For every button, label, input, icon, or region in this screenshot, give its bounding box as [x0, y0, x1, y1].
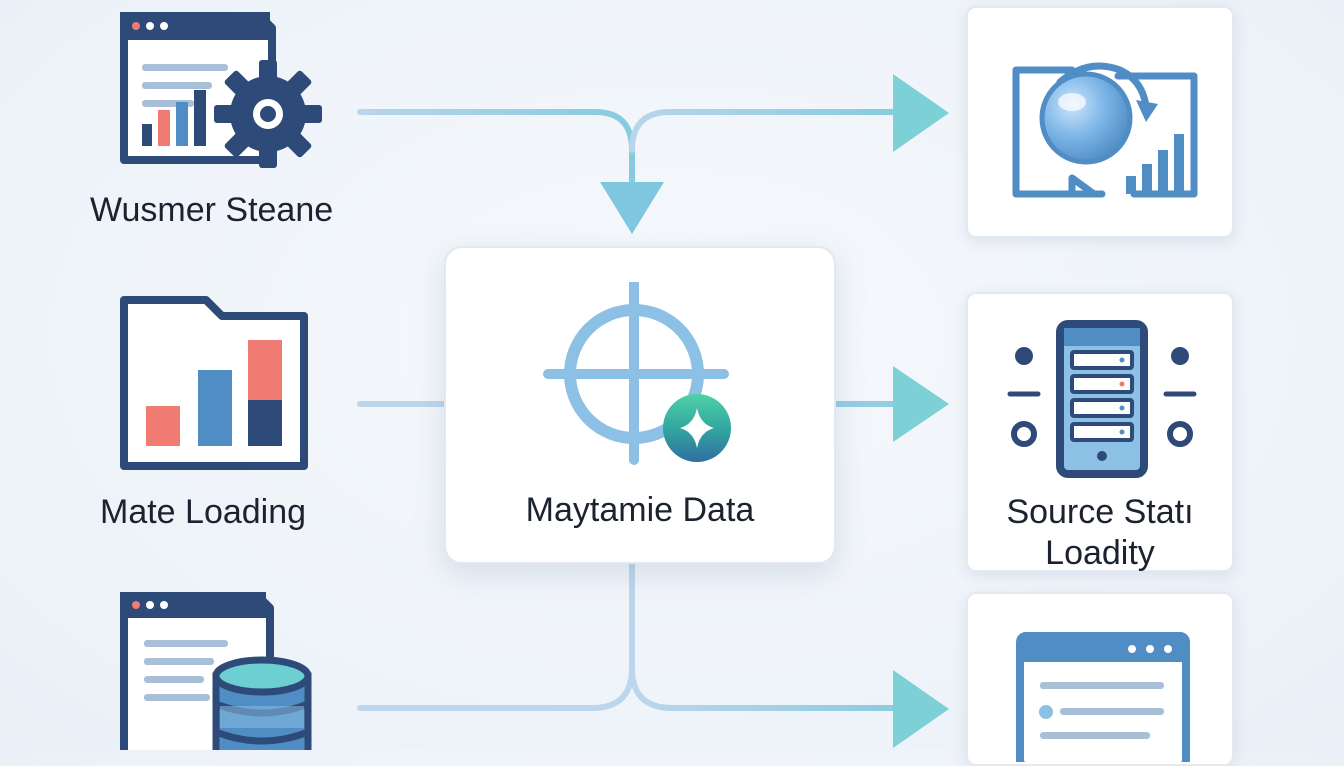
- arrow-to-mid-right: [893, 366, 949, 442]
- arrow-down-to-hub: [600, 182, 664, 234]
- node-label-mid-right: Source Statı Loadity: [968, 492, 1232, 575]
- hub-label: Maytamie Data: [525, 491, 755, 529]
- node-label-mid-right-line2: Loadity: [1045, 534, 1155, 573]
- node-label-top-left: Wusmer Steane: [90, 191, 334, 229]
- top-right-card: [966, 6, 1234, 238]
- arrow-to-top-right: [893, 74, 949, 152]
- bottom-right-card: [966, 592, 1234, 766]
- refresh-analytics-icon: [1012, 62, 1198, 198]
- connector-top-left-to-hub: [357, 109, 635, 185]
- dashboard-gear-icon: [120, 12, 322, 168]
- flow-connectors: [357, 74, 949, 748]
- window-database-icon: [120, 592, 312, 750]
- mid-right-card: Source Statı Loadity: [966, 292, 1234, 572]
- folder-bar-chart-icon: [120, 296, 308, 470]
- connector-junction-to-top-right: [629, 109, 903, 153]
- crosshair-sparkle-icon: [543, 282, 731, 465]
- diagram-canvas: Wusmer Steane Mate Loading: [90, 6, 1234, 766]
- browser-window-icon: [1016, 632, 1190, 762]
- server-rack-icon: [1007, 320, 1197, 478]
- hub-card: Maytamie Data: [444, 246, 836, 564]
- node-label-mid-right-line1: Source Statı: [1006, 493, 1194, 531]
- connector-bottom-left-to-junction: [357, 665, 635, 711]
- connector-hub-down: [629, 557, 903, 711]
- arrow-to-bottom-right: [893, 670, 949, 748]
- node-label-mid-left: Mate Loading: [100, 493, 307, 531]
